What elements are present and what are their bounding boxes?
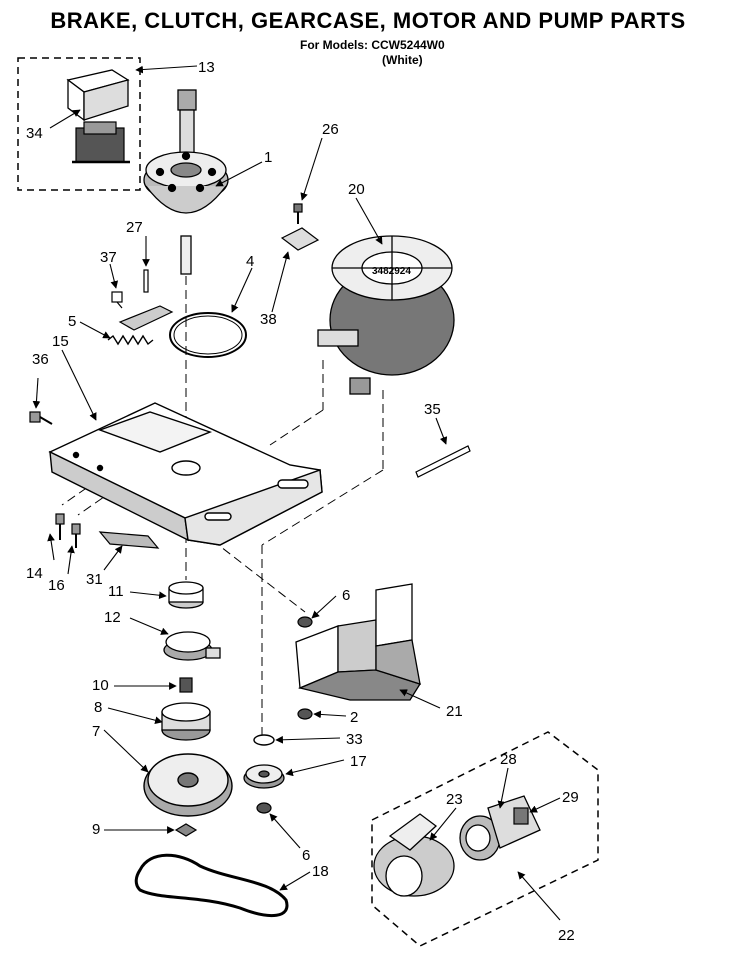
callout-14: 14 (26, 565, 43, 582)
part-26-screw (293, 203, 303, 224)
part-20-motor (317, 235, 455, 395)
part-4-brake-band (169, 312, 247, 358)
callout-2: 2 (350, 709, 358, 726)
part-18-belt (134, 853, 289, 918)
callout-23: 23 (446, 791, 463, 808)
callout-31: 31 (86, 571, 103, 588)
assembly-lines (61, 276, 384, 735)
callout-1: 1 (264, 149, 272, 166)
callout-6-upper: 6 (342, 587, 350, 604)
motor-part-stamp: 3482924 (372, 266, 411, 277)
model-number: For Models: CCW5244W0 (300, 38, 445, 52)
callout-6-lower: 6 (302, 847, 310, 864)
part-9-clip (174, 823, 198, 837)
callout-22: 22 (558, 927, 575, 944)
part-8-clutch-hub (161, 702, 211, 741)
part-21-pump-bracket (295, 583, 421, 701)
relay-kit-box (17, 57, 141, 191)
callout-8: 8 (94, 699, 102, 716)
callout-12: 12 (104, 609, 121, 626)
callout-37: 37 (100, 249, 117, 266)
part-31-pad (98, 531, 160, 549)
callout-35: 35 (424, 401, 441, 418)
callout-28: 28 (500, 751, 517, 768)
callout-27: 27 (126, 219, 143, 236)
callout-5: 5 (68, 313, 76, 330)
part-1-gearcase (143, 89, 229, 275)
part-7-pulley (143, 753, 233, 817)
callout-7: 7 (92, 723, 100, 740)
part-29-terminal (513, 807, 529, 825)
callout-36: 36 (32, 351, 49, 368)
part-34-relay-cover (66, 69, 130, 122)
part-14-16-screws (55, 513, 81, 548)
callout-38: 38 (260, 311, 277, 328)
part-5-spring (107, 334, 154, 346)
part-6-nuts (256, 616, 313, 814)
callout-10: 10 (92, 677, 109, 694)
part-12-clutch-ring (163, 631, 221, 661)
part-10-nut (179, 677, 193, 693)
pump-kit-box (371, 731, 599, 947)
callout-15: 15 (52, 333, 69, 350)
part-33-washer (253, 734, 275, 746)
callout-29: 29 (562, 789, 579, 806)
callout-13: 13 (198, 59, 215, 76)
callout-4: 4 (246, 253, 254, 270)
callout-16: 16 (48, 577, 65, 594)
part-13-relay-base (72, 121, 130, 164)
callout-20: 20 (348, 181, 365, 198)
part-2-nut (297, 708, 313, 720)
callout-18: 18 (312, 863, 329, 880)
part-35-cable-tie (415, 445, 471, 478)
part-17-pump-pulley (243, 764, 285, 789)
part-38-bracket (280, 227, 320, 251)
part-36-bolt (29, 411, 53, 425)
callout-34: 34 (26, 125, 43, 142)
part-15-base-plate (48, 402, 323, 546)
callout-33: 33 (346, 731, 363, 748)
part-11-bushing (168, 581, 204, 609)
part-23-pump-housing (373, 813, 455, 897)
leader-lines (32, 65, 561, 921)
model-color: (White) (382, 53, 423, 67)
callout-11: 11 (108, 583, 124, 600)
callout-21: 21 (446, 703, 463, 720)
page-title: BRAKE, CLUTCH, GEARCASE, MOTOR AND PUMP … (50, 8, 686, 33)
callout-9: 9 (92, 821, 100, 838)
callout-labels: 13 34 1 26 20 27 37 4 5 38 15 36 35 14 1… (26, 59, 579, 944)
callout-17: 17 (350, 753, 367, 770)
callout-26: 26 (322, 121, 339, 138)
part-27-brake-lever (118, 269, 174, 331)
part-37-screw (111, 291, 123, 309)
